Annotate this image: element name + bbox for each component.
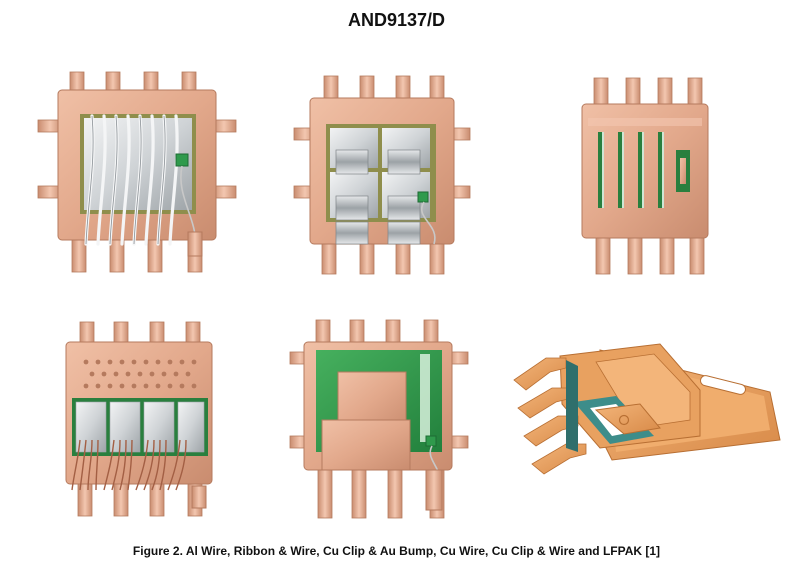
package-ribbon-wire (293, 75, 471, 275)
package-cu-wire (65, 321, 213, 517)
package-cu-clip-wire (289, 319, 469, 519)
package-al-wire (37, 71, 237, 273)
package-cu-clip-au-bump (581, 77, 709, 275)
document-title: AND9137/D (347, 10, 446, 30)
figure-caption: Figure 2. Al Wire, Ribbon & Wire, Cu Cli… (132, 544, 661, 558)
package-lfpak (513, 343, 781, 475)
